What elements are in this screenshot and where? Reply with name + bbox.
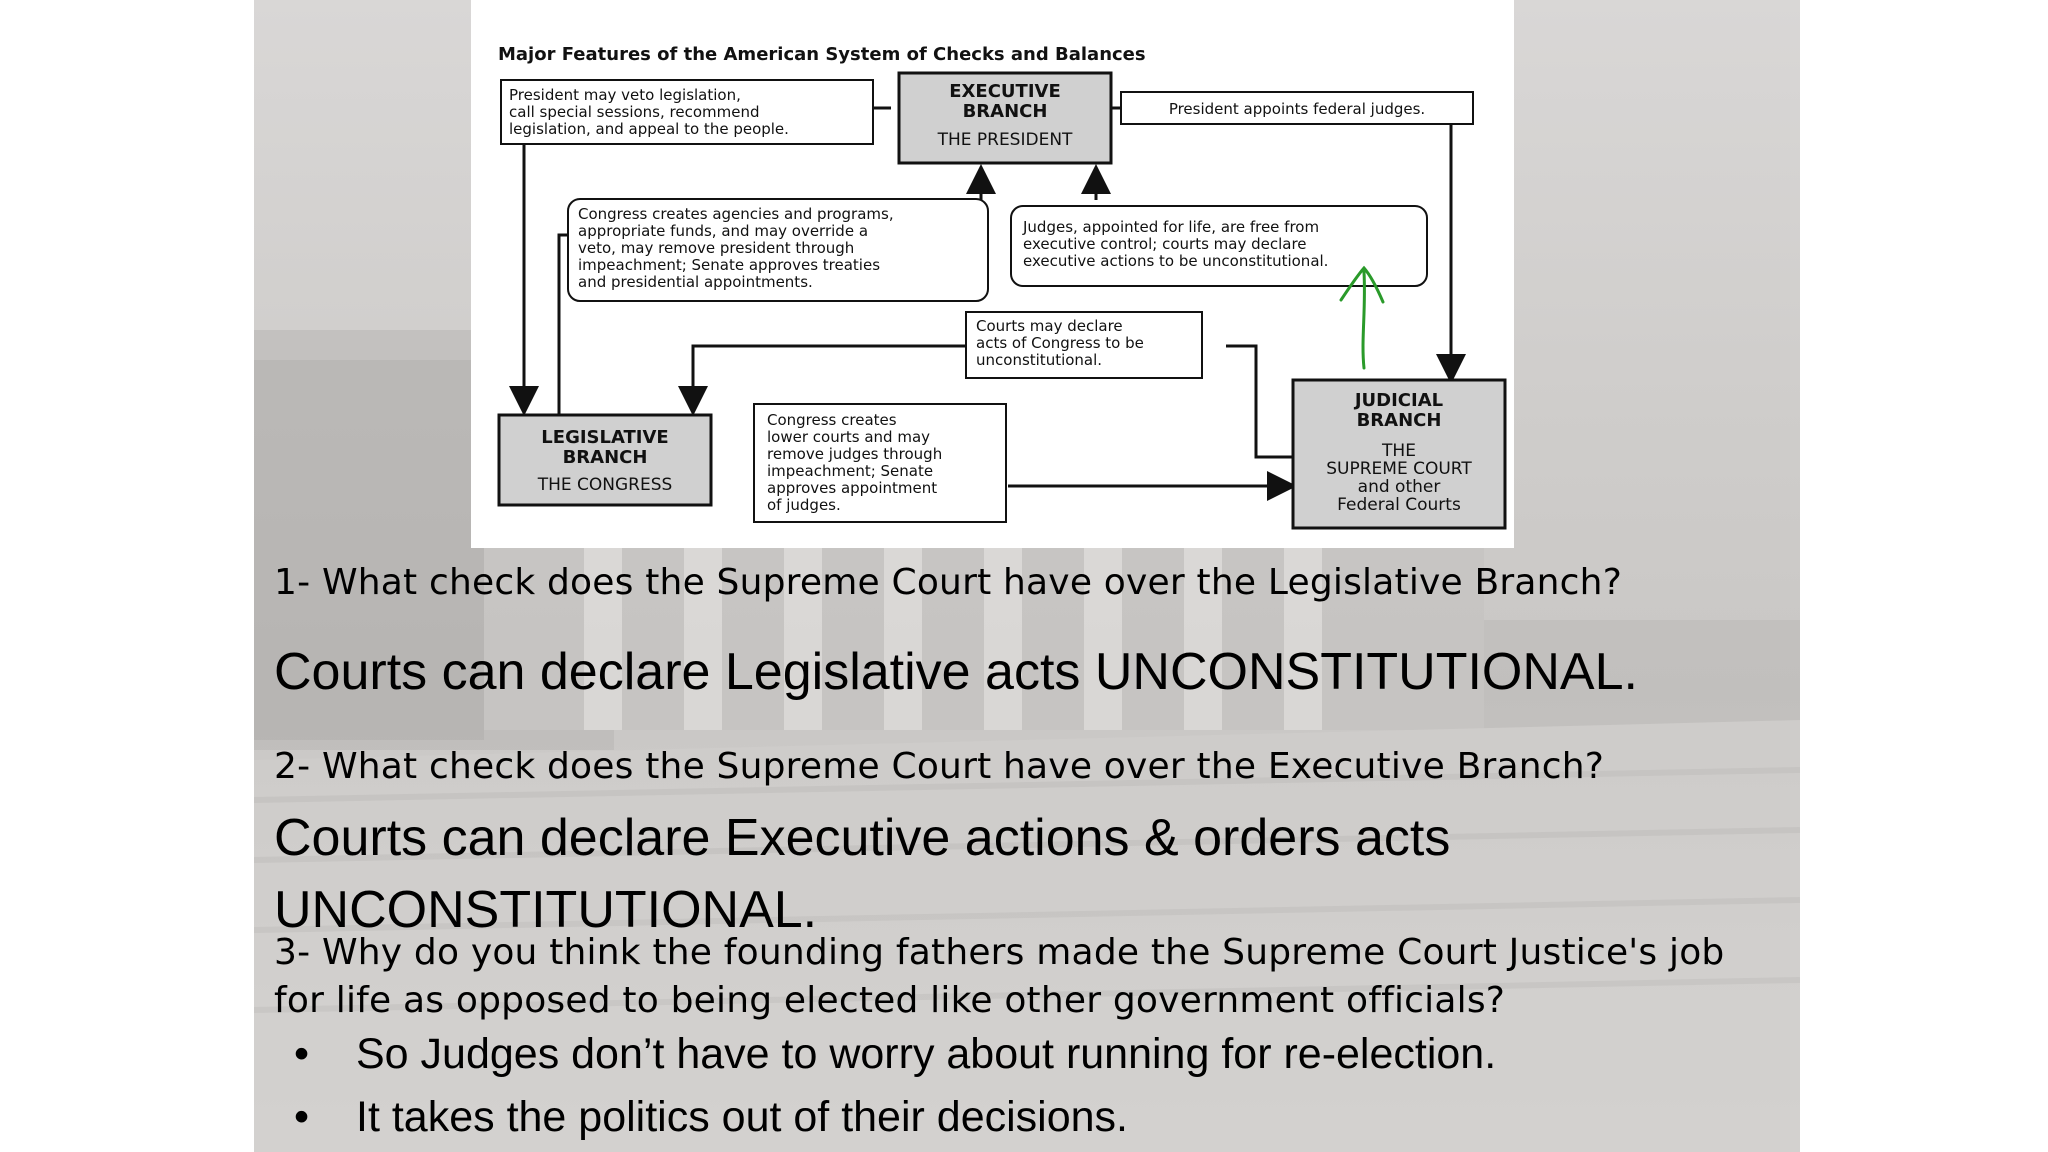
president-appoints-note (1120, 91, 1474, 125)
slide: Major Features of the American System of… (254, 0, 1800, 1152)
question-3-line-1: 3- Why do you think the founding fathers… (274, 932, 1725, 973)
president-veto-note (500, 79, 874, 145)
congress-agencies-line-4: impeachment; Senate approves treaties (578, 256, 880, 274)
svg-text:Congress creates agencies and: Congress creates agencies and programs, … (578, 205, 898, 291)
congress-courts-line-5: approves appointment (767, 479, 937, 497)
congress-agencies-line-2: appropriate funds, and may override a (578, 222, 868, 240)
executive-branch-box (897, 71, 1113, 165)
congress-courts-line-1: Congress creates (767, 411, 897, 429)
legislative-label-2: BRANCH (563, 447, 648, 468)
judges-for-life-note (1010, 205, 1428, 287)
courts-declare-congress-note (965, 311, 1203, 379)
diagram-title: Major Features of the American System of… (498, 44, 1146, 65)
judicial-label-6: Federal Courts (1337, 495, 1461, 515)
courthouse-background (254, 330, 1800, 1152)
checks-and-balances-diagram: Major Features of the American System of… (471, 0, 1514, 548)
svg-text:Congress creates lower: Congress creates lower courts and may re… (767, 411, 947, 514)
svg-text:President may veto legislation: President may veto legislation, call spe… (509, 86, 789, 138)
judicial-label-5: and other (1358, 477, 1441, 497)
question-3-line-2: for life as opposed to being elected lik… (274, 980, 1506, 1021)
judges-for-life-line-1: Judges, appointed for life, are free fro… (1022, 218, 1319, 236)
president-appoints-text: President appoints federal judges. (1169, 100, 1425, 118)
bullet-text-2: It takes the politics out of their decis… (356, 1093, 1129, 1141)
courts-declare-line-1: Courts may declare (976, 317, 1123, 335)
president-veto-line-3: legislation, and appeal to the people. (509, 120, 789, 138)
congress-courts-line-6: of judges. (767, 496, 841, 514)
question-1: 1- What check does the Supreme Court hav… (274, 562, 1623, 603)
congress-courts-line-4: impeachment; Senate (767, 462, 933, 480)
judges-for-life-line-2: executive control; courts may declare (1023, 235, 1307, 253)
president-veto-line-1: President may veto legislation, (509, 86, 741, 104)
courts-declare-line-3: unconstitutional. (976, 351, 1102, 369)
judicial-label-1: JUDICIAL (1353, 390, 1443, 411)
answer-1: Courts can declare Legislative acts UNCO… (274, 643, 1638, 701)
legislative-label-1: LEGISLATIVE (541, 427, 668, 448)
question-2: 2- What check does the Supreme Court hav… (274, 746, 1605, 787)
judicial-label-4: SUPREME COURT (1326, 459, 1472, 479)
answer-2-line-1: Courts can declare Executive actions & o… (274, 809, 1451, 867)
svg-text:Judges, appointed for life, ar: Judges, appointed for life, are free fro… (1022, 218, 1328, 270)
bullet-text-1: So Judges don’t have to worry about runn… (356, 1030, 1497, 1078)
answer-2-line-2: UNCONSTITUTIONAL. (274, 881, 818, 939)
bullet-item-2: • It takes the politics out of their deci… (294, 1093, 1128, 1142)
legislative-label-3: THE CONGRESS (537, 475, 673, 495)
president-veto-line-2: call special sessions, recommend (509, 103, 760, 121)
legislative-branch-box (497, 413, 713, 507)
green-annotation-arrow-icon (1339, 265, 1385, 370)
judicial-branch-box (1291, 378, 1507, 530)
svg-text:Courts may declare act: Courts may declare acts of Congress to b… (976, 317, 1149, 369)
bullet-marker: • (294, 1093, 310, 1141)
bullet-item-1: • So Judges don’t have to worry about run… (294, 1030, 1496, 1079)
congress-courts-line-3: remove judges through (767, 445, 942, 463)
judicial-label-2: BRANCH (1357, 410, 1442, 431)
bullet-marker: • (294, 1030, 310, 1078)
judicial-label-3: THE (1381, 441, 1416, 461)
executive-label-3: THE PRESIDENT (937, 130, 1073, 150)
executive-label-2: BRANCH (963, 101, 1048, 122)
judges-for-life-line-3: executive actions to be unconstitutional… (1023, 252, 1328, 270)
congress-agencies-line-1: Congress creates agencies and programs, (578, 205, 894, 223)
executive-label-1: EXECUTIVE (949, 81, 1061, 102)
congress-courts-note (753, 403, 1007, 523)
congress-agencies-line-5: and presidential appointments. (578, 273, 813, 291)
congress-courts-line-2: lower courts and may (767, 428, 930, 446)
congress-agencies-note (567, 198, 989, 302)
congress-agencies-line-3: veto, may remove president through (578, 239, 854, 257)
courts-declare-line-2: acts of Congress to be (976, 334, 1144, 352)
